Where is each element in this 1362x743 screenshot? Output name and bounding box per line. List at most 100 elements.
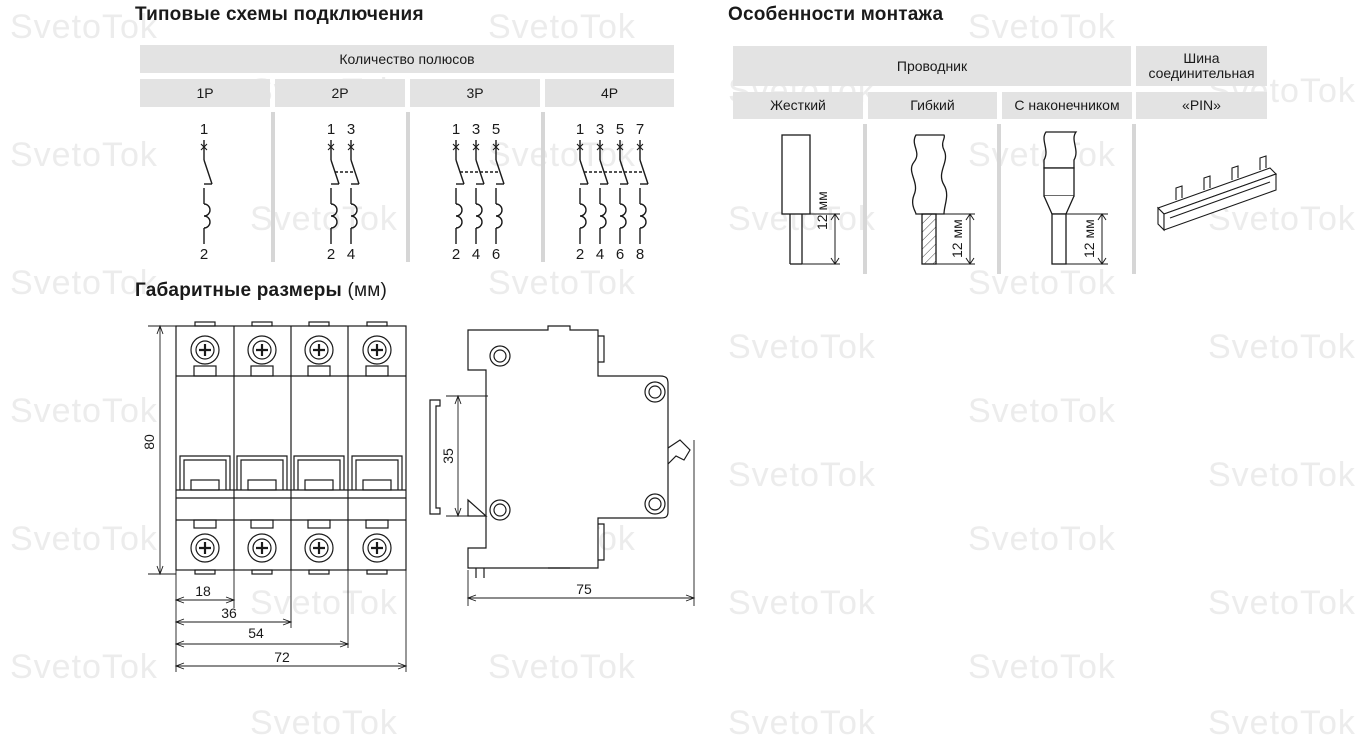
watermark: SvetoTok [1208,200,1356,238]
dimensions-title: Габаритные размеры (мм) [135,280,387,302]
pole-schematic [596,140,609,244]
watermark: SvetoTok [728,584,876,622]
pole-schematic [576,140,589,244]
pin-busbar-drawing [1156,155,1278,232]
terminal-label-bottom: 2 [576,246,584,263]
watermark: SvetoTok [728,704,876,742]
pole-schematic [636,140,649,244]
terminal-label-bottom: 2 [200,246,208,263]
watermark: SvetoTok [488,264,636,302]
terminal-label-top: 1 [576,121,584,138]
terminal-label-top: 7 [636,121,644,138]
bus-type-pin: «PIN» [1136,92,1267,119]
watermark: SvetoTok [10,8,158,46]
watermark: SvetoTok [488,136,636,174]
pole-schematic [492,140,505,244]
dimension-drawings: 80 35 75 18 36 54 72 [141,321,696,672]
pole-label-3p: 3P [410,79,540,107]
front-view-4p [175,321,407,575]
watermark: SvetoTok [10,648,158,686]
strip-length-label: 12 мм [1081,219,1097,258]
watermark: SvetoTok [10,520,158,558]
wiring-schematics: 1 2 1 2 3 4 1 2 3 4 5 6 1 2 3 4 5 6 7 8 [200,121,649,263]
watermark: SvetoTok [1208,584,1356,622]
front-pole [179,321,231,575]
watermark: SvetoTok [488,648,636,686]
terminal-label-top: 3 [347,121,355,138]
front-pole [351,321,403,575]
dimension-lines [148,324,696,672]
pole-schematic [347,140,360,244]
terminal-label-top: 3 [472,121,480,138]
terminal-label-bottom: 4 [596,246,604,263]
ferrule-conductor-drawing [1043,131,1108,265]
watermark: SvetoTok [968,648,1116,686]
pole-schematic [200,140,213,244]
watermark: SvetoTok [10,392,158,430]
watermark: SvetoTok [968,264,1116,302]
bus-header: Шина соединительная [1136,46,1267,86]
watermark: SvetoTok [728,456,876,494]
terminal-label-bottom: 2 [452,246,460,263]
width-dimension-label: 36 [221,605,237,621]
terminal-label-bottom: 6 [492,246,500,263]
mounting-title: Особенности монтажа [728,4,944,25]
column-divider [406,112,410,262]
watermark: SvetoTok [250,584,398,622]
terminal-label-bottom: 4 [472,246,480,263]
rail-dimension-label: 35 [440,448,456,464]
watermark: SvetoTok [1208,456,1356,494]
terminal-label-top: 1 [200,121,208,138]
column-divider [541,112,545,262]
watermark: SvetoTok [488,8,636,46]
strip-length-label: 12 мм [814,191,830,230]
poles-header: Количество полюсов [140,45,674,73]
rigid-conductor-drawing [781,134,840,265]
conductor-illustrations [781,131,1278,265]
pole-label-4p: 4P [545,79,674,107]
terminal-label-bottom: 6 [616,246,624,263]
column-divider [997,124,1001,274]
conductor-type-rigid: Жесткий [733,92,863,119]
conductor-type-ferrule: С наконечником [1002,92,1132,119]
side-view [429,325,691,578]
watermark: SvetoTok [728,328,876,366]
pole-label-2p: 2P [275,79,405,107]
watermark: SvetoTok [10,264,158,302]
conductor-type-flexible: Гибкий [868,92,997,119]
watermark: SvetoTok [968,8,1116,46]
column-divider [863,124,867,274]
strip-length-label: 12 мм [949,219,965,258]
front-pole [236,321,288,575]
pole-label-1p: 1P [140,79,270,107]
height-dimension-label: 80 [141,434,157,450]
terminal-label-bottom: 2 [327,246,335,263]
pole-schematic [616,140,629,244]
dimensions-unit: (мм) [347,280,388,301]
watermark: SvetoTok [968,136,1116,174]
pole-schematic [327,140,340,244]
terminal-label-top: 1 [452,121,460,138]
dimensions-title-text: Габаритные размеры [135,280,342,301]
depth-dimension-label: 75 [576,581,592,597]
wiring-title: Типовые схемы подключения [135,4,424,25]
flexible-conductor-drawing [910,134,975,265]
width-dimension-label: 72 [274,649,290,665]
terminal-label-top: 1 [327,121,335,138]
watermark: SvetoTok [10,136,158,174]
terminal-label-top: 5 [492,121,500,138]
watermark: SvetoTok [1208,328,1356,366]
width-dimension-label: 54 [248,625,264,641]
column-divider [271,112,275,262]
terminal-label-bottom: 8 [636,246,644,263]
watermark: SvetoTok [968,392,1116,430]
front-pole [293,321,345,575]
width-dimension-label: 18 [195,583,211,599]
terminal-label-top: 3 [596,121,604,138]
watermark: SvetoTok [1208,704,1356,742]
watermark: SvetoTok [968,520,1116,558]
conductor-header: Проводник [733,46,1131,86]
terminal-label-bottom: 4 [347,246,355,263]
terminal-label-top: 5 [616,121,624,138]
column-divider [1132,124,1136,274]
